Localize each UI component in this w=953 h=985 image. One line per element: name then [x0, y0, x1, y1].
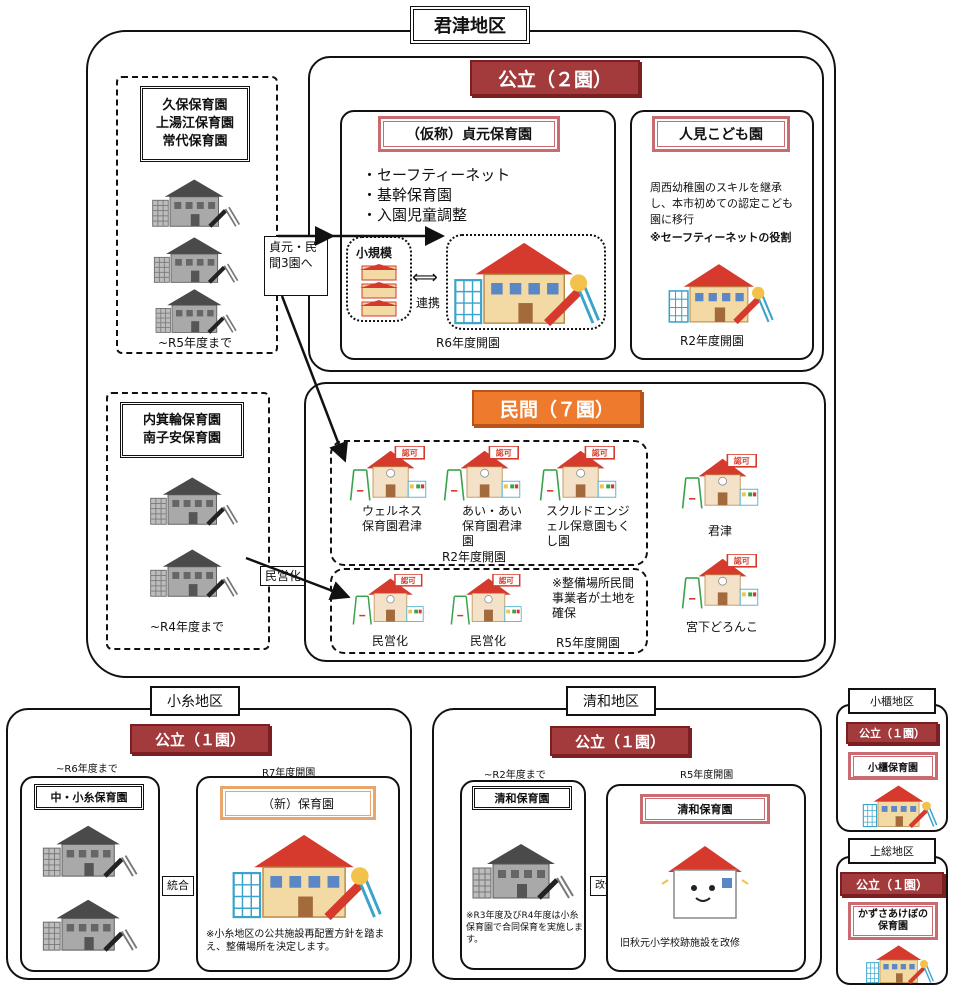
seiwa-new-name: 清和保育園 — [640, 794, 770, 824]
privatized-label-2: 民営化 — [470, 634, 507, 648]
seiwa-public-header: 公立（１園） — [550, 726, 690, 756]
small-scale-label: 小規模 — [356, 246, 393, 260]
kazusa-name: かずさあけぼの保育園 — [848, 902, 938, 940]
small-scale-building-icon — [360, 264, 398, 317]
obitsu-public-header: 公立（１園） — [846, 722, 938, 744]
kazusa-public-header: 公立（１園） — [840, 872, 944, 896]
existing-private-1: 君津 — [708, 524, 733, 538]
seiwa-opening: R5年度開園 — [680, 770, 734, 781]
private-group-1-opening: R2年度開園 — [442, 550, 506, 564]
sadamoto-bullet-3: ・入園児童調整 — [362, 206, 468, 224]
seiwa-until: ~R2年度まで — [484, 770, 546, 781]
koito-note: ※小糸地区の公共施設再配置方針を踏まえ、整備場所を決定します。 — [206, 929, 385, 953]
old-private-2: 南子安保育園 — [142, 431, 221, 446]
hitomi-description: 周西幼稚園のスキルを継承し、本市初めての認定こども園に移行 — [650, 181, 793, 226]
koito-opening: R7年度開園 — [262, 768, 316, 779]
cooperation-arrow-icon: ⟺ — [412, 267, 438, 288]
kazusa-building-icon — [858, 944, 942, 984]
hitomi-opening: R2年度開園 — [680, 334, 744, 348]
old-public-2: 上湯江保育園 — [155, 116, 234, 131]
seiwa-note: ※R3年度及びR4年度は小糸保育園で合同保育を実施します。 — [466, 911, 584, 945]
privatized-label-1: 民営化 — [372, 634, 409, 648]
seiwa-new-building-icon — [661, 846, 749, 919]
obitsu-district-label: 小櫃地区 — [848, 688, 936, 714]
old-public-3: 常代保育園 — [162, 134, 228, 149]
seiwa-renovate-note: 旧秋元小学校跡施設を改修 — [620, 938, 740, 949]
old-private-1: 内箕輪保育園 — [142, 413, 221, 428]
private-nursery-2: あい・あい保育園君津園 — [462, 504, 523, 548]
sadamoto-bullet-2: ・基幹保育園 — [362, 186, 453, 204]
kimitsu-private-header: 民間（７園） — [472, 390, 642, 426]
koito-old-building-icon-1 — [40, 822, 140, 878]
obitsu-name: 小櫃保育園 — [848, 752, 938, 780]
koito-new-building-icon — [232, 832, 382, 920]
sadamoto-bullet-1: ・セーフティーネット — [362, 166, 511, 184]
koito-district-label: 小糸地区 — [150, 686, 240, 716]
old-public-until: ~R5年度まで — [158, 336, 233, 350]
kazusa-district-label: 上総地区 — [848, 838, 936, 864]
kimitsu-district-label: 君津地区 — [410, 6, 530, 44]
old-private-names: 内箕輪保育園 南子安保育園 — [120, 402, 244, 458]
koito-old-building-icon-2 — [40, 896, 140, 952]
kimitsu-public-header: 公立（２園） — [470, 60, 640, 96]
koito-new-name: （新）保育園 — [220, 786, 376, 820]
private-nursery-1: ウェルネス保育園君津 — [362, 504, 423, 533]
seiwa-old-building-icon — [468, 840, 578, 900]
obitsu-building-icon — [858, 784, 942, 828]
koito-integrate-label: 統合 — [162, 876, 194, 896]
koito-until: ~R6年度まで — [56, 764, 118, 775]
koito-public-header: 公立（１園） — [130, 724, 270, 754]
sadamoto-opening: R6年度開園 — [436, 336, 500, 350]
cooperation-label: 連携 — [416, 296, 441, 310]
private-group-2-opening: R5年度開園 — [556, 636, 620, 650]
private-nursery-3: スクルドエンジェル保意園もくし園 — [546, 504, 631, 548]
private-group-2-note: ※整備場所民間事業者が土地を確保 — [552, 576, 637, 620]
existing-private-2: 宮下どろんこ — [686, 620, 759, 634]
old-public-names: 久保保育園 上湯江保育園 常代保育園 — [140, 86, 250, 162]
seiwa-district-label: 清和地区 — [566, 686, 656, 716]
old-public-1: 久保保育園 — [162, 98, 228, 113]
koito-old-name: 中・小糸保育園 — [34, 784, 144, 810]
sadamoto-title: （仮称）貞元保育園 — [378, 116, 560, 152]
hitomi-note: ※セーフティーネットの役割 — [650, 231, 792, 244]
seiwa-old-name: 清和保育園 — [472, 786, 572, 810]
old-private-until: ~R4年度まで — [150, 620, 225, 634]
hitomi-title: 人見こども園 — [652, 116, 790, 152]
